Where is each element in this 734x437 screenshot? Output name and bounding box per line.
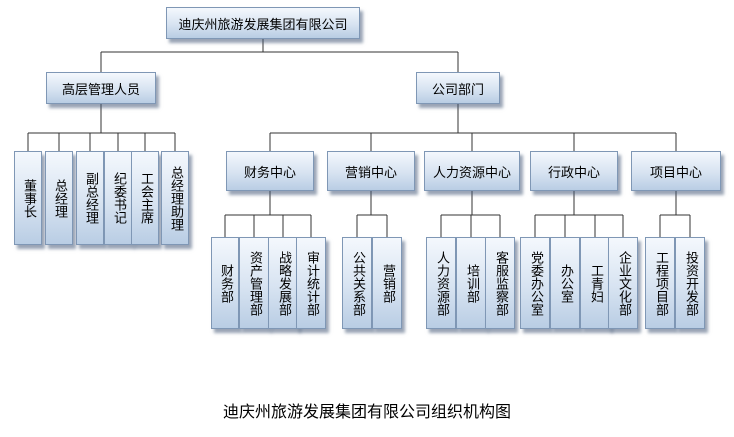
center-node-project: 项目中心	[631, 151, 721, 191]
unit-node: 培训部	[456, 237, 486, 329]
center-node-finance: 财务中心	[226, 151, 314, 191]
unit-node: 审计统计部	[296, 237, 326, 329]
center-node-admin: 行政中心	[530, 151, 618, 191]
member-node: 总经理助理	[161, 151, 189, 245]
center-node-hr: 人力资源中心	[424, 151, 520, 191]
member-node: 工会主席	[131, 151, 159, 245]
unit-node: 财务部	[211, 237, 239, 329]
unit-node: 人力资源部	[426, 237, 456, 329]
unit-node: 资产管理部	[239, 237, 269, 329]
unit-node: 企业文化部	[608, 237, 638, 329]
unit-node: 办公室	[550, 237, 580, 329]
unit-node: 公共关系部	[342, 237, 372, 329]
unit-node: 客服监察部	[485, 237, 515, 329]
unit-node: 营销部	[372, 237, 402, 329]
unit-node: 党委办公室	[520, 237, 550, 329]
member-node: 董事长	[14, 151, 42, 245]
chart-caption: 迪庆州旅游发展集团有限公司组织机构图	[222, 402, 511, 421]
root-node: 迪庆州旅游发展集团有限公司	[166, 7, 360, 39]
unit-node: 工青妇	[580, 237, 610, 329]
member-node: 副总经理	[76, 151, 104, 245]
departments-node: 公司部门	[416, 72, 500, 104]
center-node-marketing: 营销中心	[327, 151, 415, 191]
member-node: 纪委书记	[104, 151, 132, 245]
member-node: 总经理	[45, 151, 73, 245]
unit-node: 工程项目部	[645, 237, 675, 329]
management-node: 高层管理人员	[46, 72, 156, 104]
unit-node: 战略发展部	[268, 237, 298, 329]
unit-node: 投资开发部	[675, 237, 705, 329]
